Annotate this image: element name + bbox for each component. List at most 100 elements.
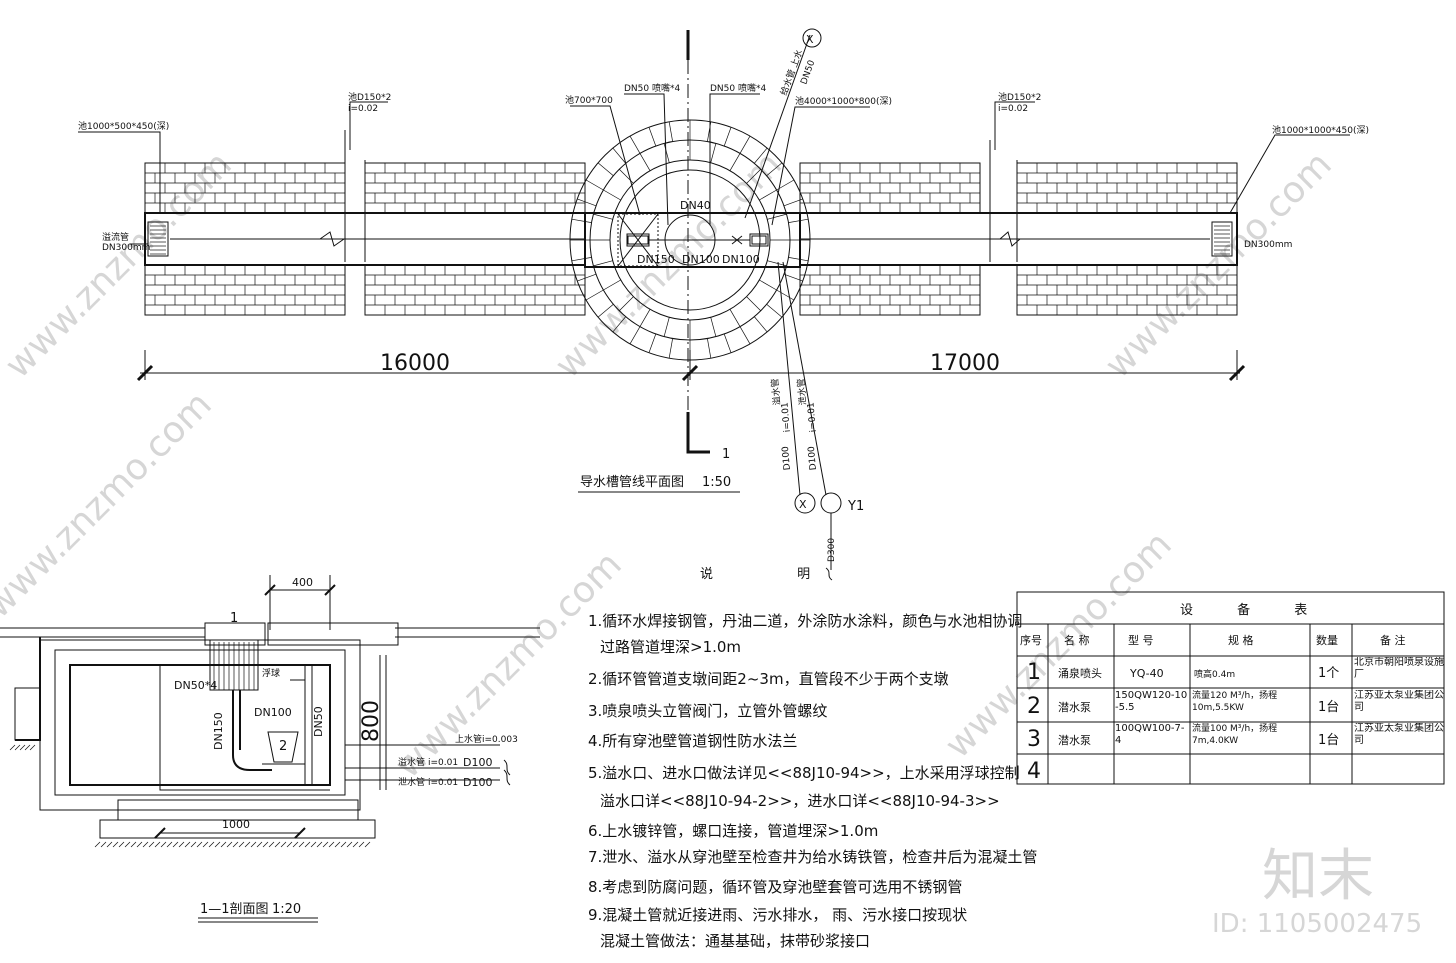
label-left-box: 池1000*500*450(深)	[78, 120, 169, 132]
dim-right: 17000	[930, 351, 1000, 376]
section-title: 1—1剖面图	[200, 902, 269, 917]
valve-top	[802, 28, 822, 48]
tank-inner	[69, 664, 331, 786]
label-supply-slope: i=0.003	[482, 735, 518, 745]
label-supply-note: 给水管 上水	[778, 48, 806, 97]
label-pipe-slope-b: i=0.01	[806, 402, 819, 433]
notes-heading: 说 明	[700, 567, 850, 582]
svg-text:X: X	[806, 33, 814, 46]
table-header: 名 称	[1064, 633, 1090, 647]
note-line: 6.上水镀锌管，螺口连接，管道埋深>1.0m	[588, 822, 878, 840]
note-line: 4.所有穿池壁管道钢性防水法兰	[588, 732, 797, 750]
notes-block: 说 明 1.循环水焊接钢管，丹油二道，外涂防水涂料，颜色与水池相协调 过路管道埋…	[588, 567, 1037, 950]
label-dn50-nozzles-b: DN50 喷嘴*4	[710, 83, 766, 94]
section-mark-1: 1	[230, 611, 238, 626]
dim-800: 800	[359, 700, 384, 742]
table-cell: 1	[1027, 660, 1041, 685]
note-line: 8.考虑到防腐问题，循环管及穿池壁套管可选用不锈钢管	[588, 878, 962, 896]
table-header: 数量	[1316, 634, 1338, 647]
table-cell: 1台	[1318, 700, 1339, 715]
label-left-drain: DN300mm	[102, 243, 150, 253]
table-cell: 喷高0.4m	[1194, 668, 1235, 680]
label-supply: 上水管	[455, 733, 482, 745]
table-header: 序号	[1020, 633, 1042, 647]
label-dn150: DN150	[637, 253, 675, 266]
section-mark: 1	[722, 447, 730, 462]
table-cell: 潜水泵	[1058, 700, 1091, 714]
section-view: 2 800 400 1000 1 DN50*4 DN100 DN150 DN50…	[0, 575, 540, 923]
equipment-table: 设 备 表 序号 名 称 型 号 规 格 数量 备 注 1 涌泉喷头 YQ-40…	[1016, 591, 1445, 785]
table-cell: 1个	[1318, 666, 1339, 681]
note-line: 过路管道埋深>1.0m	[600, 638, 741, 656]
section-cut-bottom	[686, 412, 710, 454]
table-cell: 1台	[1318, 733, 1339, 748]
label-drain-d: D100	[463, 776, 492, 789]
center-channel	[584, 212, 801, 268]
watermark-id: ID: 1105002475	[1212, 909, 1422, 939]
plan-scale: 1:50	[702, 475, 731, 490]
label-right-drain: DN300mm	[1244, 240, 1292, 250]
label-dn40: DN40	[680, 199, 711, 212]
note-line: 9.混凝土管就近接进雨、污水排水， 雨、污水接口按现状	[588, 906, 967, 924]
label-dn50x4: DN50*4	[174, 679, 217, 692]
label-overflow: 溢水管	[398, 756, 425, 768]
table-cell: 3	[1027, 727, 1041, 752]
label-pipe-slope-a: i=0.01	[780, 402, 793, 433]
note-line: 溢水口详<<88J10-94-2>>，进水口详<<88J10-94-3>>	[600, 792, 1000, 810]
table-title: 设 备 表	[1180, 602, 1327, 618]
inspection-well-a	[794, 492, 816, 514]
note-line: 混凝土管做法：通基基础，抹带砂浆接口	[600, 932, 870, 950]
label-float-valve: 浮球	[262, 667, 280, 679]
inner-ring-c	[619, 169, 761, 311]
label-d300: D300	[827, 538, 837, 562]
table-cell: 流量120 M³/h，扬程10m,5.5KW	[1192, 691, 1278, 713]
label-d100-b: D100	[807, 445, 819, 470]
note-line: 5.溢水口、进水口做法详见<<88J10-94>>，上水采用浮球控制	[588, 764, 1020, 782]
table-header: 规 格	[1228, 633, 1254, 647]
plan-view: 1 X X 16000 17000 池1000*500*450(深) 池D150…	[78, 28, 1369, 581]
label-dn100b: DN100	[722, 253, 760, 266]
table-cell: 涌泉喷头	[1058, 666, 1102, 680]
label-drain-slope: i=0.01	[428, 778, 458, 788]
ring-radials	[570, 120, 810, 360]
label-dn150: DN150	[212, 712, 225, 750]
dim-left: 16000	[380, 351, 450, 376]
table-cell: 流量100 M³/h，扬程7m,4.0KW	[1192, 724, 1278, 746]
table-cell: 江苏亚太泵业集团公司	[1354, 690, 1444, 713]
dim-1000: 1000	[222, 818, 250, 831]
label-pipe-note-a: 溢水管	[769, 378, 783, 406]
table-cell: 潜水泵	[1058, 733, 1091, 747]
label-pipe-note-b: 泄水管	[795, 378, 809, 406]
label-right-far-box: 池1000*1000*450(深)	[1272, 124, 1369, 136]
label-right-pipe: 池D150*2	[998, 91, 1041, 103]
label-right-box: 池4000*1000*800(深)	[795, 95, 892, 107]
label-dn50: DN50	[312, 706, 325, 737]
table-cell: 北京市朝阳喷泉设施厂	[1354, 657, 1444, 680]
section-scale: 1:20	[272, 902, 301, 917]
left-end-drain	[147, 221, 169, 257]
table-cell: 150QW120-10-5.5	[1115, 690, 1188, 713]
table-cell: 江苏亚太泵业集团公司	[1354, 723, 1444, 746]
right-end-drain	[1211, 221, 1233, 257]
label-left-drain-type: 溢流管	[102, 231, 129, 243]
label-y1: Y1	[847, 499, 864, 514]
plan-title: 导水槽管线平面图	[580, 475, 684, 490]
label-dn50-top: DN50	[799, 59, 817, 86]
label-left-pipe: 池D150*2	[348, 91, 391, 103]
watermark-brand: 知末	[1262, 844, 1374, 909]
table-cell: YQ-40	[1129, 667, 1164, 680]
label-drain: 泄水管	[398, 776, 425, 788]
note-line: 3.喷泉喷头立管阀门，立管外管螺纹	[588, 702, 827, 720]
label-dn50-nozzles-a: DN50 喷嘴*4	[624, 83, 680, 94]
label-right-slope: i=0.02	[998, 104, 1028, 114]
label-dn100: DN100	[254, 706, 292, 719]
label-overflow-d: D100	[463, 756, 492, 769]
watermark-site: www.znzmo.com	[0, 384, 220, 626]
label-center-square: 池700*700	[565, 94, 613, 106]
table-cell: 100QW100-7-4	[1115, 723, 1185, 746]
note-line: 2.循环管管道支墩间距2~3m，直管段不少于两个支墩	[588, 670, 949, 688]
label-overflow-slope: i=0.01	[428, 758, 458, 768]
supply-pipe	[744, 34, 811, 219]
note-line: 7.泄水、溢水从穿池壁至检查井为给水铸铁管，检查井后为混凝土管	[588, 848, 1037, 866]
